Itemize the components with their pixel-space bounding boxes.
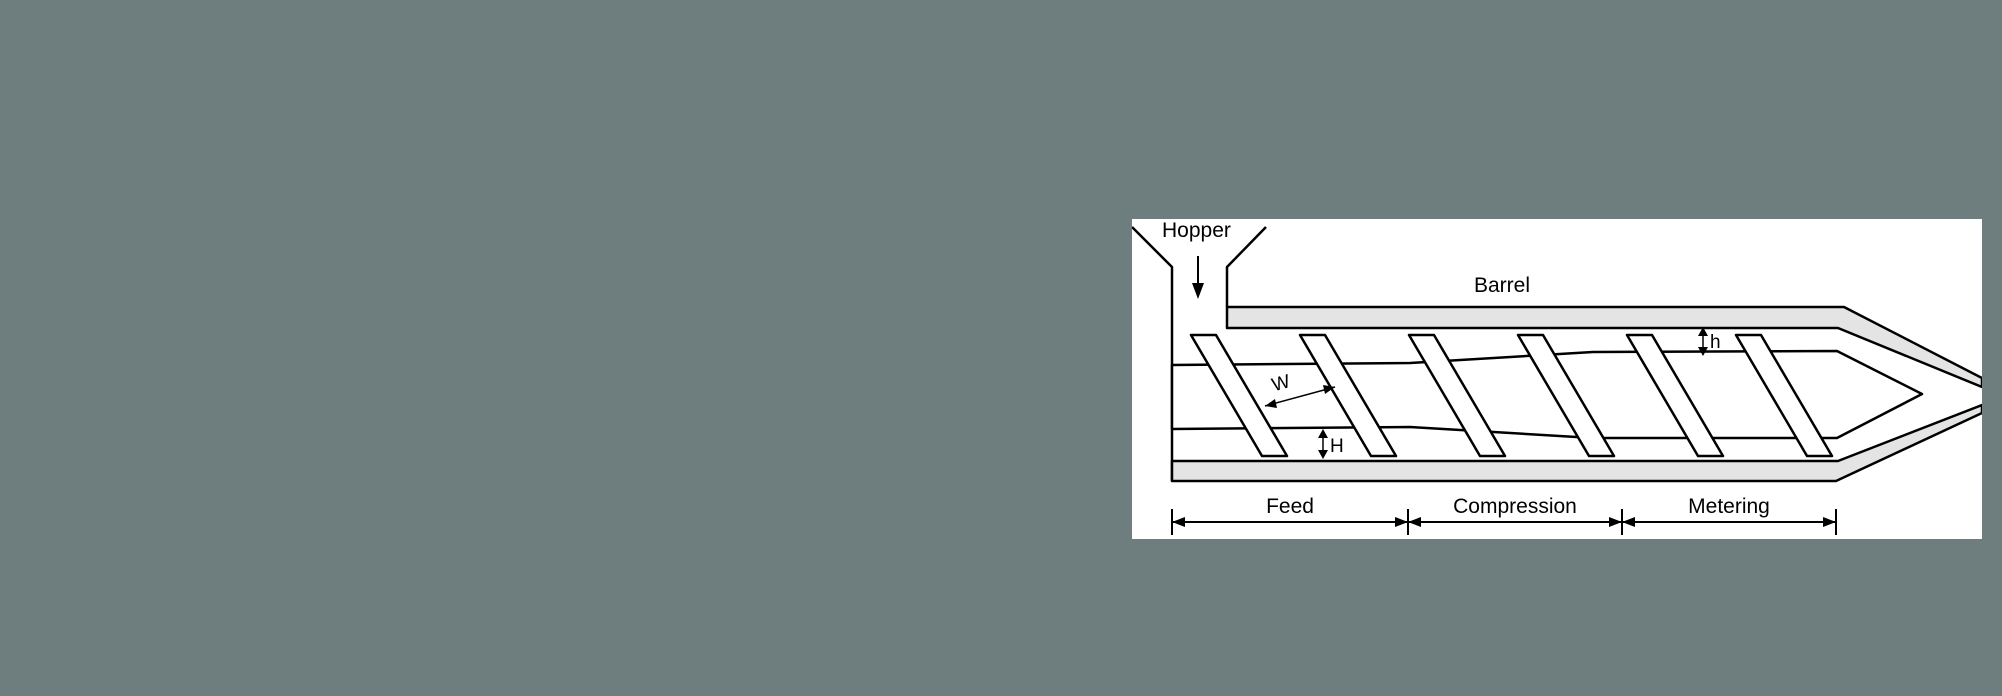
- screw-flight: [1625, 333, 1725, 458]
- barrel-top-wall: [1225, 305, 1982, 389]
- feed-depth-label: H: [1330, 436, 1344, 457]
- screw-flight: [1189, 333, 1289, 458]
- channel-width-label: W: [1270, 371, 1293, 396]
- screw-flights: [1189, 333, 1834, 458]
- feed-depth-arrow-icon: [1318, 429, 1328, 459]
- hopper-arrow-icon: [1192, 256, 1204, 299]
- hopper-label: Hopper: [1162, 219, 1231, 242]
- metering-depth-arrow-icon: [1698, 327, 1708, 356]
- barrel-bottom-wall: [1170, 403, 1982, 483]
- zone-compression-label: Compression: [1453, 495, 1577, 518]
- barrel-label: Barrel: [1474, 274, 1530, 297]
- screw-flight: [1734, 333, 1834, 458]
- zone-metering-label: Metering: [1688, 495, 1770, 518]
- zone-feed-label: Feed: [1266, 495, 1314, 518]
- screw-flight: [1298, 333, 1398, 458]
- zone-arrowheads-icon: [1172, 517, 1836, 527]
- extruder-screw-diagram: W H h Hopper Barrel Feed Compression Met…: [1132, 219, 1982, 539]
- screw-flight: [1407, 333, 1507, 458]
- channel-width-arrow-icon: [1264, 385, 1336, 408]
- metering-depth-label: h: [1710, 332, 1721, 353]
- screw-flight: [1516, 333, 1616, 458]
